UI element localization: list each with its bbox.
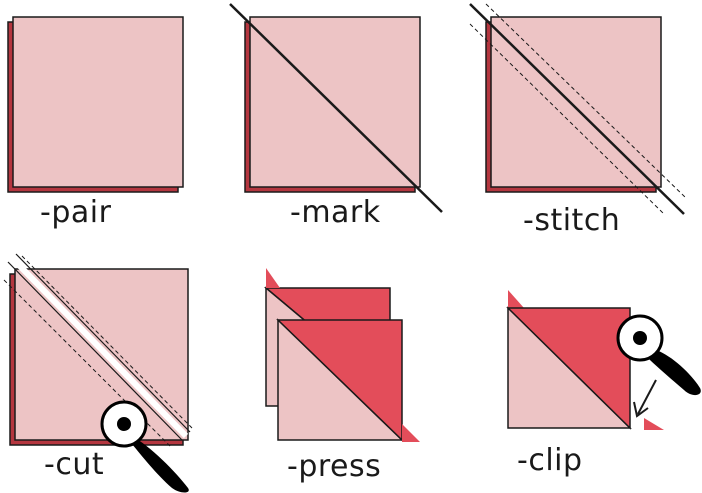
stitch-front-square xyxy=(490,16,662,188)
clip-trimmed-corner xyxy=(644,418,664,430)
pair-front-square xyxy=(12,16,184,188)
caption-cut: -cut xyxy=(44,447,105,482)
stitch-seam-upper xyxy=(485,3,687,199)
rotary-cutter-icon xyxy=(616,314,701,396)
clip-top-ear xyxy=(508,290,524,308)
mark-diagonal-line xyxy=(229,3,443,213)
step-mark-panel xyxy=(229,3,443,213)
stitch-seam-lower xyxy=(469,23,665,215)
clip-dark-half xyxy=(506,307,631,430)
caption-mark: -mark xyxy=(290,195,381,230)
step-cut-panel xyxy=(3,253,193,493)
step-clip-panel xyxy=(506,290,701,430)
step-pair-panel xyxy=(7,16,184,193)
caption-clip: -clip xyxy=(517,443,583,478)
cut-gap xyxy=(9,255,189,439)
clip-arrow-icon xyxy=(633,379,657,418)
rotary-cutter-icon xyxy=(100,400,189,493)
cut-seam-upper xyxy=(21,255,193,429)
caption-stitch: -stitch xyxy=(523,203,621,238)
cut-edge-lower xyxy=(7,261,183,441)
press-front-dark-half xyxy=(276,319,403,442)
press-back-flap xyxy=(266,268,280,288)
mark-front-square xyxy=(249,16,421,188)
step-stitch-panel xyxy=(469,3,687,215)
caption-press: -press xyxy=(287,449,382,484)
cut-edge-upper xyxy=(15,253,191,433)
caption-pair: -pair xyxy=(40,195,112,230)
step-press-panel xyxy=(263,268,420,442)
press-corner-flap xyxy=(402,424,420,442)
stitch-diagonal-line xyxy=(469,3,685,215)
